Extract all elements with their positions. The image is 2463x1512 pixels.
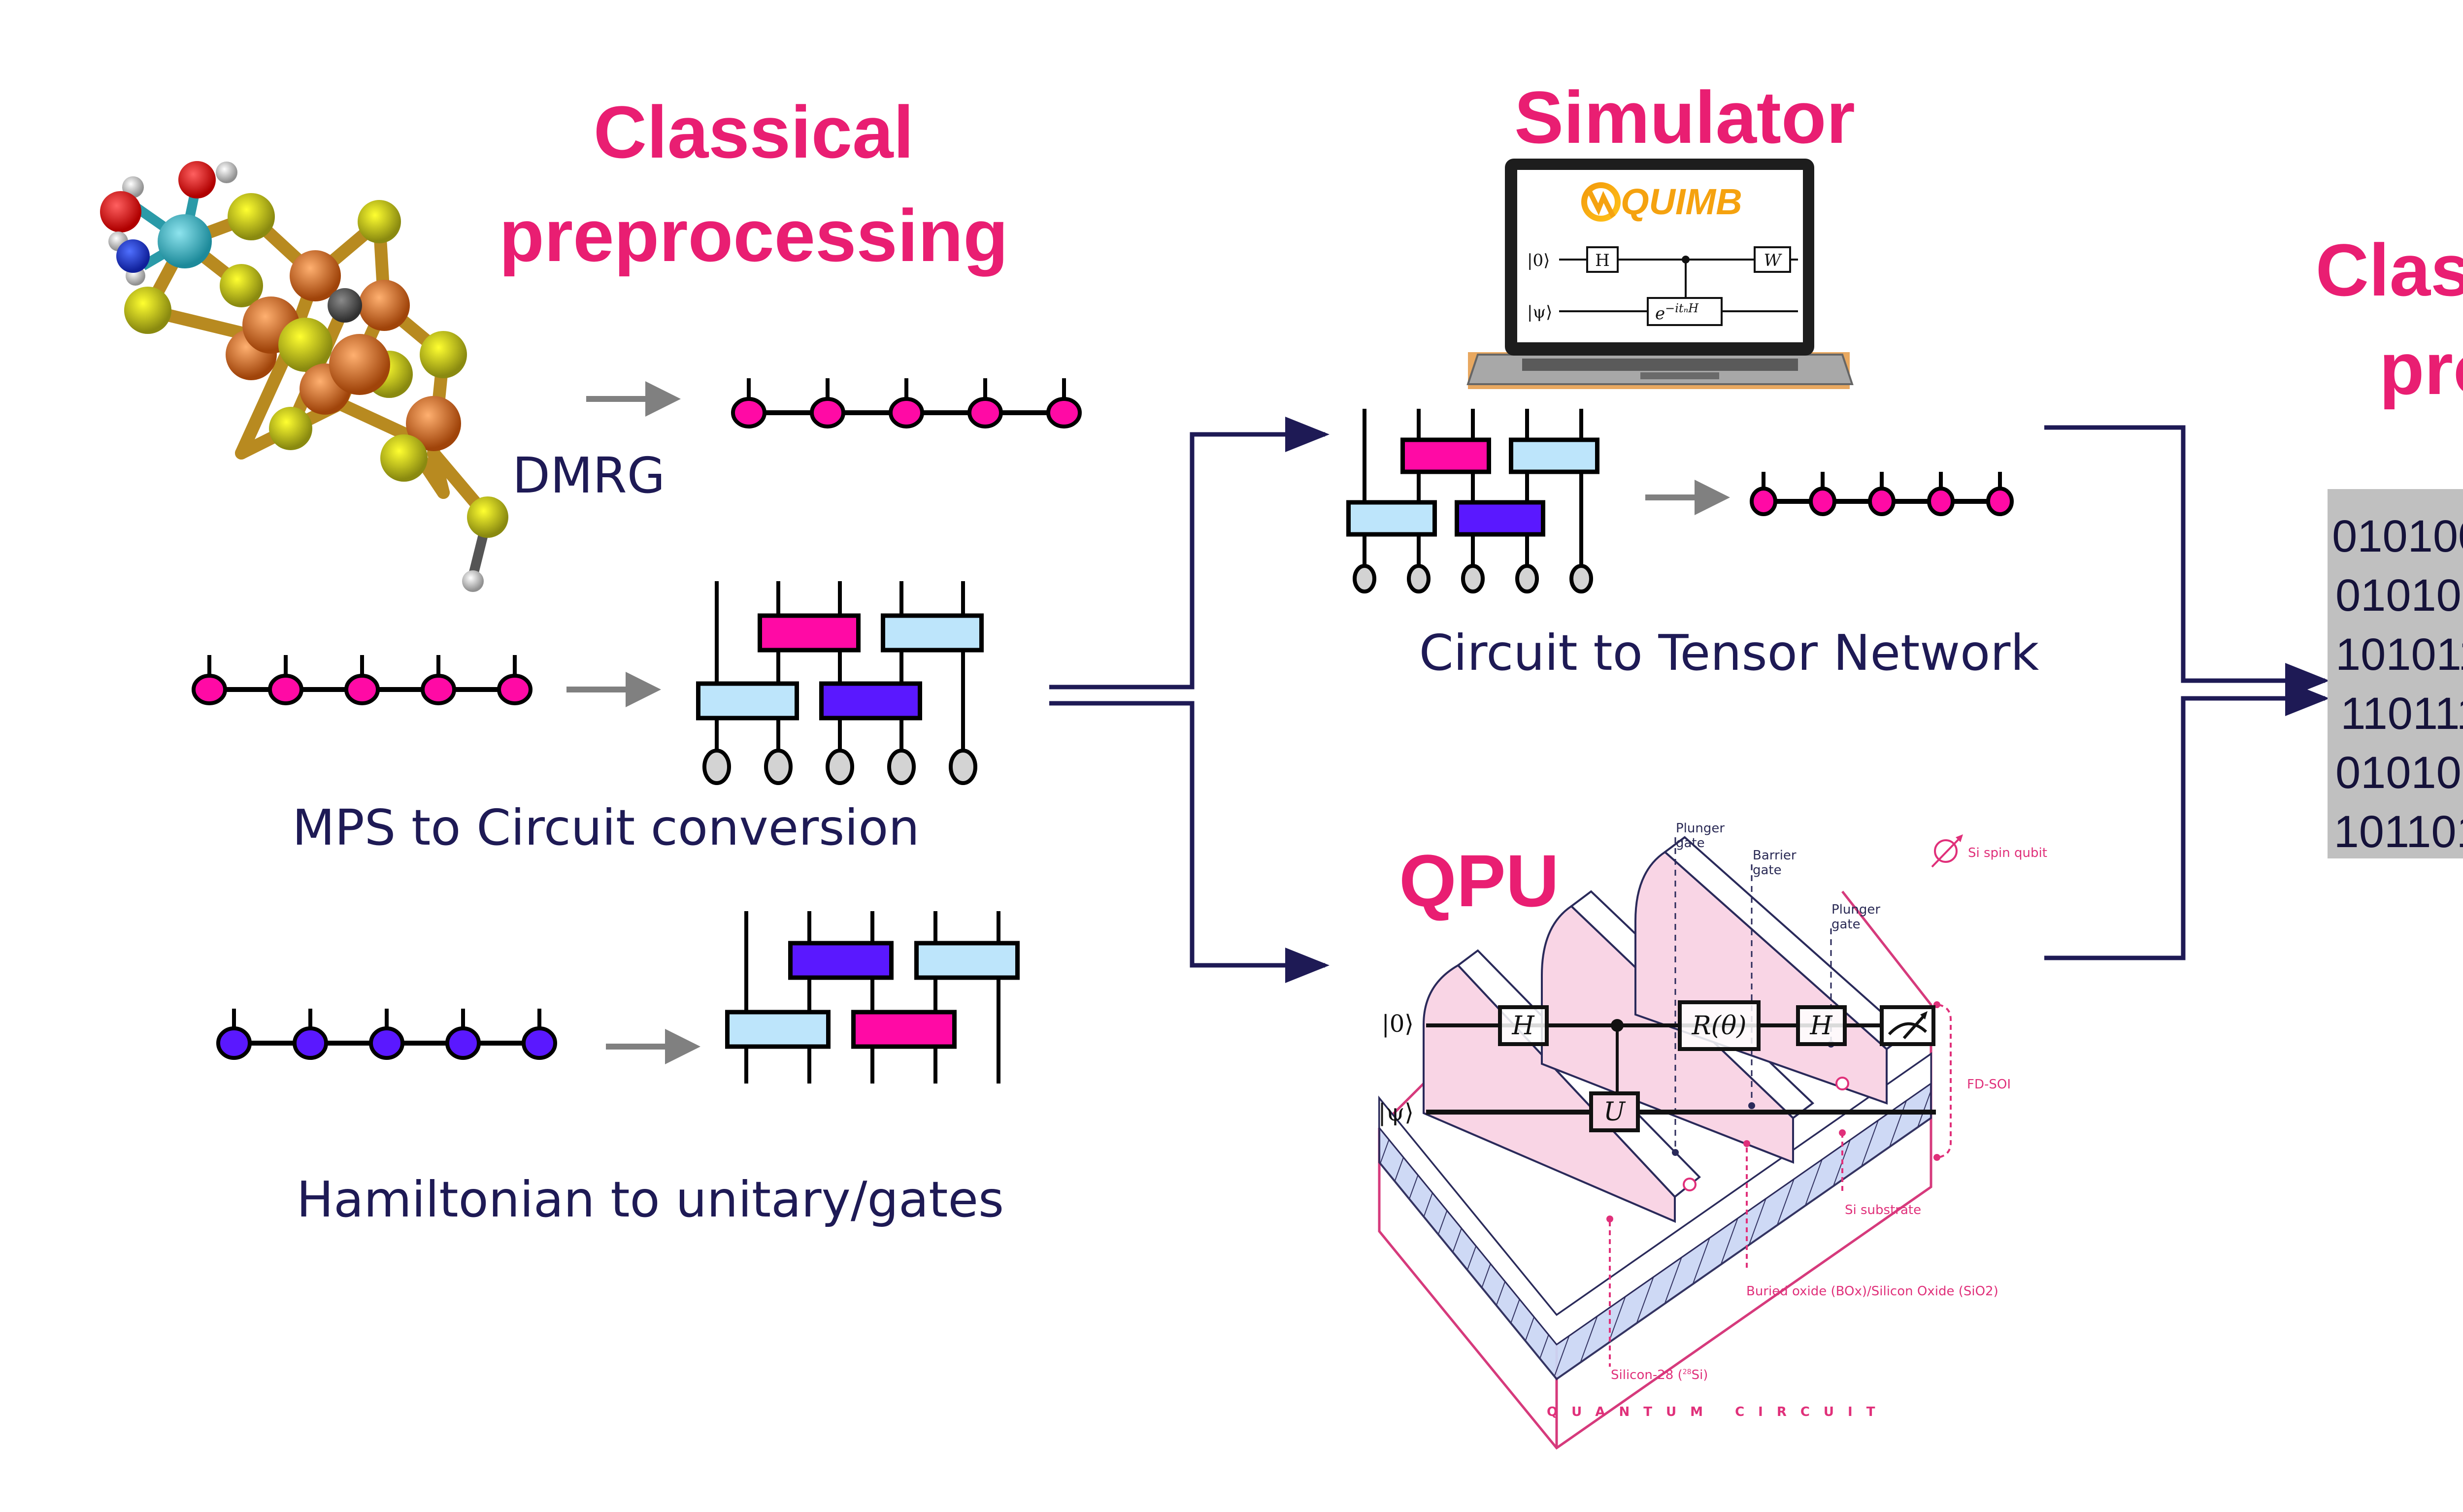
mps-tensor-node — [1868, 487, 1896, 516]
heading-classical-preprocessing-line2: preprocessing — [499, 194, 1008, 277]
initial-state-node — [1515, 564, 1539, 593]
two-qubit-gate — [1455, 500, 1545, 537]
sim-ket-psi: |ψ⟩ — [1527, 302, 1552, 322]
two-qubit-gate — [819, 681, 922, 721]
two-qubit-gate — [725, 1010, 831, 1049]
two-qubit-gate — [1509, 437, 1599, 474]
mps-tensor-node — [268, 674, 303, 705]
initial-state-node — [1407, 564, 1431, 593]
mps-tensor-node — [1809, 487, 1836, 516]
label-buried-oxide: Buried oxide (BOx)/Silicon Oxide (SiO2) — [1746, 1284, 1998, 1299]
caption-mps-to-circuit: MPS to Circuit conversion — [292, 799, 920, 856]
mps-chain-dmrg — [731, 378, 1082, 428]
laptop-simulator: QUIMB |0⟩ |ψ⟩ H W e−itₙH — [1466, 159, 1854, 389]
initial-state-node — [1569, 564, 1593, 593]
mps-tensor-node — [1046, 397, 1082, 428]
two-qubit-gate — [696, 681, 799, 721]
mps-tensor-node — [192, 674, 227, 705]
quimb-logo-text: QUIMB — [1621, 181, 1742, 222]
flow-connector-merge — [2044, 425, 2330, 960]
qpu-gate-h2: H — [1809, 1011, 1833, 1041]
bitstring: 1010111010 — [2335, 629, 2463, 680]
spin-qubit-icon — [1683, 1077, 1849, 1191]
heading-simulator: Simulator — [1514, 76, 1855, 159]
two-qubit-gate — [788, 941, 894, 980]
mps-tensor-node — [445, 1026, 481, 1060]
initial-state-node — [826, 749, 854, 785]
sim-gate-h: H — [1595, 251, 1610, 270]
mps-tensor-node — [344, 674, 380, 705]
caption-circuit-to-tensor-network: Circuit to Tensor Network — [1419, 624, 2039, 682]
mps-tensor-node — [421, 674, 456, 705]
legend-si-spin-qubit: Si spin qubit — [1968, 846, 2047, 860]
initial-state-node — [949, 749, 977, 785]
label-quantum-circuit-footer: QUANTUM CIRCUIT — [1547, 1405, 1889, 1419]
two-qubit-gate — [851, 1010, 957, 1049]
two-qubit-gate — [1346, 500, 1437, 537]
label-si-substrate: Si substrate — [1845, 1203, 1921, 1217]
quimb-logo: QUIMB — [1581, 181, 1742, 222]
heading-classical-postprocessing-line2: processing — [2379, 327, 2463, 410]
circuit-mps-to-circuit — [696, 581, 984, 785]
qpu-gate-r-theta: R(θ) — [1691, 1011, 1746, 1041]
measurement-icon — [1880, 1005, 1935, 1046]
circuit-hamiltonian-gates — [725, 911, 1020, 1084]
heading-classical-preprocessing-line1: Classical — [594, 91, 914, 173]
qpu-gate-h1: H — [1511, 1011, 1535, 1041]
initial-state-node — [887, 749, 916, 785]
heading-qpu: QPU — [1399, 839, 1559, 922]
mps-chain-simulator-output — [1750, 472, 2014, 516]
sim-ket-zero: |0⟩ — [1527, 251, 1550, 270]
mps-tensor-node — [1986, 487, 2014, 516]
initial-state-node — [1461, 564, 1485, 593]
qpu-gate-u: U — [1603, 1097, 1626, 1127]
two-qubit-gate — [914, 941, 1020, 980]
bitstring: 0101001110 — [2335, 748, 2463, 798]
mps-tensor-node — [967, 397, 1003, 428]
caption-hamiltonian-to-gates: Hamiltonian to unitary/gates — [297, 1171, 1004, 1228]
mpo-chain-hamiltonian — [216, 1009, 557, 1060]
bitstring: 1101111011 — [2340, 689, 2463, 739]
qpu-ket-zero: |0⟩ — [1382, 1010, 1414, 1038]
mps-tensor-node — [731, 397, 766, 428]
sim-gate-evolution: e−itₙH — [1655, 301, 1699, 324]
mps-tensor-node — [293, 1026, 328, 1060]
initial-state-node — [1353, 564, 1376, 593]
mps-tensor-node — [497, 674, 533, 705]
mps-tensor-node — [810, 397, 845, 428]
mps-tensor-node — [889, 397, 924, 428]
label-silicon-28: Silicon-28 (28Si) — [1611, 1368, 1708, 1382]
two-qubit-gate — [1400, 437, 1491, 474]
mps-tensor-node — [522, 1026, 557, 1060]
label-fd-soi: FD-SOI — [1967, 1077, 2011, 1092]
sim-gate-w: W — [1764, 251, 1783, 270]
flow-connector-split — [1049, 417, 1330, 983]
mps-tensor-node — [1750, 487, 1777, 516]
molecule-illustration — [100, 161, 508, 592]
mps-chain-input — [192, 655, 533, 705]
qpu-circuit: |0⟩ |ψ⟩ H R(θ) H U — [1378, 1000, 1936, 1132]
caption-dmrg: DMRG — [512, 447, 665, 504]
heading-classical-postprocessing-line1: Classical post- — [2316, 229, 2463, 311]
two-qubit-gate — [758, 613, 861, 653]
bitstring: 0101011100 — [2335, 570, 2463, 621]
mps-tensor-node — [1927, 487, 1955, 516]
circuit-simulator-input — [1346, 409, 1599, 593]
simulator-circuit: |0⟩ |ψ⟩ H W e−itₙH — [1527, 246, 1798, 326]
initial-state-node — [764, 749, 793, 785]
mps-tensor-node — [216, 1026, 252, 1060]
two-qubit-gate — [881, 613, 984, 653]
mps-tensor-node — [369, 1026, 404, 1060]
initial-state-node — [702, 749, 731, 785]
spin-qubit-legend: Si spin qubit — [1931, 834, 2047, 868]
qpu-ket-psi: |ψ⟩ — [1378, 1099, 1414, 1126]
